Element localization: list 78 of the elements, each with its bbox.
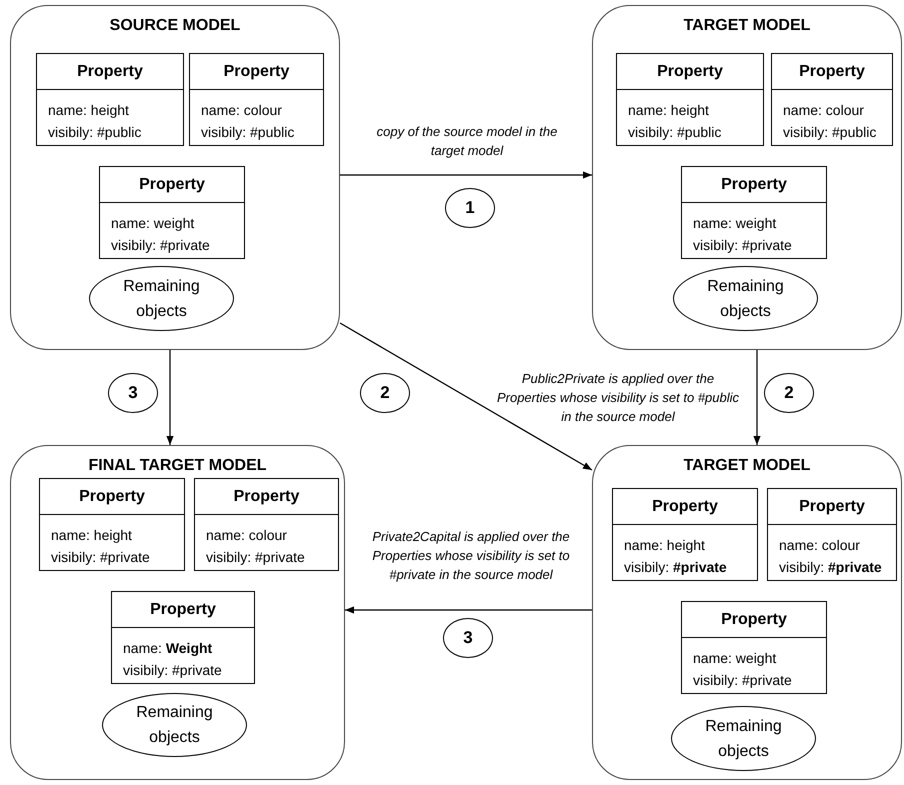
class-name: Property [234, 486, 300, 506]
arrow [166, 350, 174, 445]
attribute-text: visibily: #private [206, 548, 305, 567]
class-box [616, 53, 764, 146]
class-name: Property [721, 610, 787, 630]
class-box [36, 53, 184, 146]
attribute-text: name: colour [201, 101, 282, 120]
model-title: TARGET MODEL [684, 16, 810, 36]
step-circle [445, 188, 495, 228]
class-box [771, 53, 893, 146]
model-container [592, 5, 902, 350]
attribute-text: visibily: #private [624, 558, 727, 577]
step-circle [108, 373, 158, 413]
attribute-text: name: weight [693, 214, 776, 233]
edge-label: copy of the source model in the target model [376, 123, 558, 160]
class-name: Property [139, 174, 205, 194]
class-box [111, 591, 255, 684]
attribute-text: name: weight [693, 649, 776, 668]
arrow [340, 322, 592, 471]
step-number: 1 [465, 197, 475, 220]
model-title: SOURCE MODEL [110, 16, 240, 36]
attribute-text: name: colour [779, 536, 860, 555]
class-name: Property [721, 174, 787, 194]
arrow [753, 350, 761, 445]
arrow [340, 171, 592, 179]
model-title: TARGET MODEL [684, 456, 810, 476]
edge-label: Public2Private is applied over the Properties whose visibility is set to #public in the source model [496, 370, 740, 426]
attribute-text: name: height [51, 526, 132, 545]
step-number: 3 [128, 382, 138, 404]
model-container [10, 5, 340, 350]
class-name: Property [79, 486, 145, 506]
attribute-text: name: colour [206, 526, 287, 545]
model-title: FINAL TARGET MODEL [88, 456, 267, 476]
attribute-text: visibily: #private [779, 558, 882, 577]
attribute-text: visibily: #public [48, 123, 142, 142]
ellipse-label: Remaining objects [135, 703, 214, 748]
attribute-text: name: height [48, 101, 129, 120]
attribute-text: name: weight [111, 214, 194, 233]
class-box [99, 166, 245, 259]
attribute-text: name: height [628, 101, 709, 120]
attribute-text: visibily: #public [628, 123, 722, 142]
class-name: Property [150, 600, 216, 620]
model-container [10, 445, 345, 780]
class-name: Property [77, 62, 143, 82]
attribute-text: visibily: #private [693, 236, 792, 255]
class-box [612, 488, 758, 581]
class-box [681, 166, 827, 259]
class-box [189, 53, 324, 146]
attribute-text: name: colour [783, 101, 864, 120]
attribute-text: visibily: #private [51, 548, 150, 567]
class-name: Property [224, 62, 290, 82]
attribute-text: name: height [624, 536, 705, 555]
attribute-text: visibily: #private [693, 671, 792, 690]
step-circle [764, 373, 814, 413]
attribute-text: visibily: #public [201, 123, 294, 142]
model-container [592, 445, 902, 780]
class-box [39, 478, 185, 571]
attribute-text: visibily: #private [123, 661, 222, 680]
attribute-text: visibily: #public [783, 123, 876, 142]
class-name: Property [652, 496, 718, 516]
class-name: Property [799, 62, 865, 82]
step-circle [443, 618, 493, 658]
attribute-text: name: Weight [123, 639, 212, 658]
edge-label: Private2Capital is applied over the Properties whose visibility is set to #private in the source model [371, 528, 571, 584]
class-name: Property [799, 496, 865, 516]
step-number: 2 [380, 382, 390, 404]
step-circle [360, 373, 410, 413]
step-number: 3 [463, 627, 473, 650]
ellipse-label: Remaining objects [704, 716, 783, 762]
ellipse-label: Remaining objects [706, 276, 785, 322]
ellipse-label: Remaining objects [122, 276, 201, 322]
attribute-text: visibily: #private [111, 236, 210, 255]
class-name: Property [657, 62, 723, 82]
step-number: 2 [784, 382, 794, 404]
arrow [345, 606, 592, 614]
class-box [194, 478, 339, 571]
class-box [767, 488, 897, 581]
class-box [681, 601, 827, 694]
